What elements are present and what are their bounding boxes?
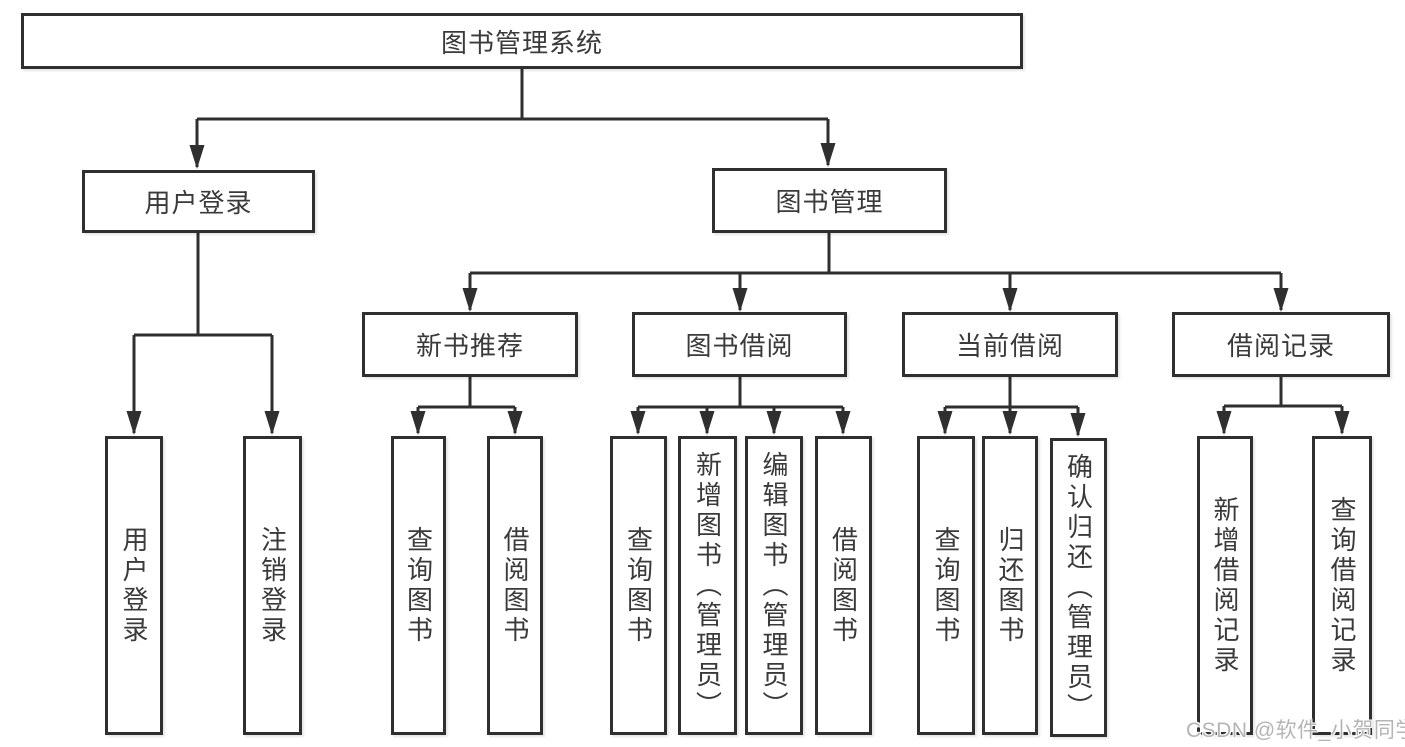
node-book-management: 图书管理 <box>712 168 947 233</box>
node-library-system: 图书管理系统 <box>21 13 1023 69</box>
leaf-recommend-borrow-book: 借阅图书 <box>487 436 543 735</box>
node-book-borrowing: 图书借阅 <box>632 312 847 377</box>
leaf-current-confirm-return-admin: 确认归还（管理员） <box>1050 438 1107 737</box>
leaf-current-return-book: 归还图书 <box>982 436 1038 735</box>
leaf-borrowing-query-book: 查询图书 <box>610 436 667 735</box>
leaf-borrowing-add-book-admin: 新增图书（管理员） <box>678 436 737 735</box>
leaf-logout: 注销登录 <box>243 436 302 735</box>
node-current-borrowing: 当前借阅 <box>902 312 1118 377</box>
leaf-user-login: 用户登录 <box>105 436 163 735</box>
node-new-book-recommendation: 新书推荐 <box>362 312 578 377</box>
csdn-watermark: CSDN @软件_小贺同学 <box>1186 719 1405 742</box>
leaf-recommend-query-book: 查询图书 <box>391 436 446 735</box>
node-user-login: 用户登录 <box>82 170 315 233</box>
leaf-current-query-book: 查询图书 <box>917 436 975 735</box>
leaf-records-add-record: 新增借阅记录 <box>1197 436 1253 735</box>
leaf-borrowing-edit-book-admin: 编辑图书（管理员） <box>745 436 803 735</box>
leaf-borrowing-borrow-book: 借阅图书 <box>815 436 872 735</box>
leaf-records-query-record: 查询借阅记录 <box>1312 436 1372 735</box>
node-borrowing-records: 借阅记录 <box>1172 312 1390 377</box>
